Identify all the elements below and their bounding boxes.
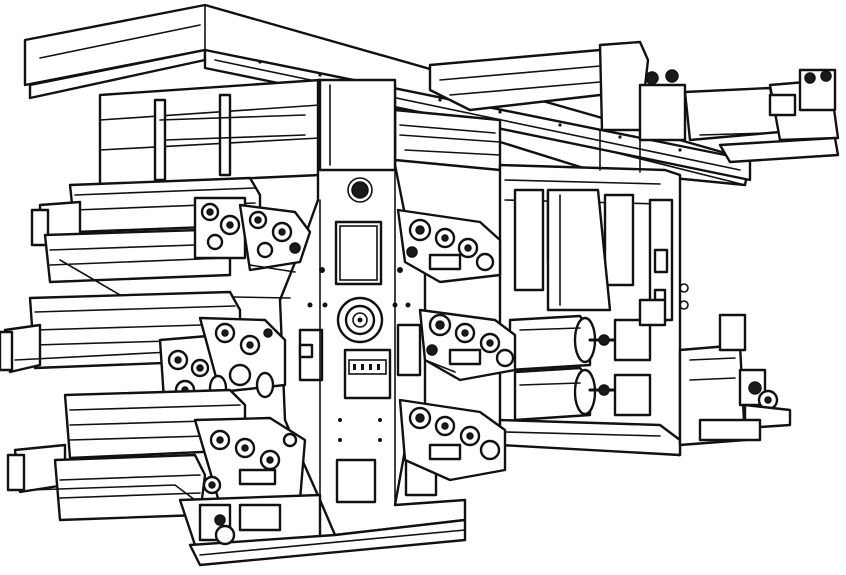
- left-print-unit-bottom: [6, 388, 307, 522]
- rear-upper-frame: [98, 78, 502, 187]
- right-ink-unit-bottom: [398, 398, 507, 482]
- machine-base: [178, 493, 467, 567]
- left-print-unit-top: [30, 176, 312, 299]
- right-machine-section: [498, 163, 689, 457]
- right-ink-unit-top: [396, 208, 502, 284]
- top-right-unit: [428, 40, 840, 164]
- right-ink-unit-middle: [418, 308, 517, 382]
- far-right-rewind-stand: [678, 313, 792, 447]
- line-details: [159, 114, 771, 386]
